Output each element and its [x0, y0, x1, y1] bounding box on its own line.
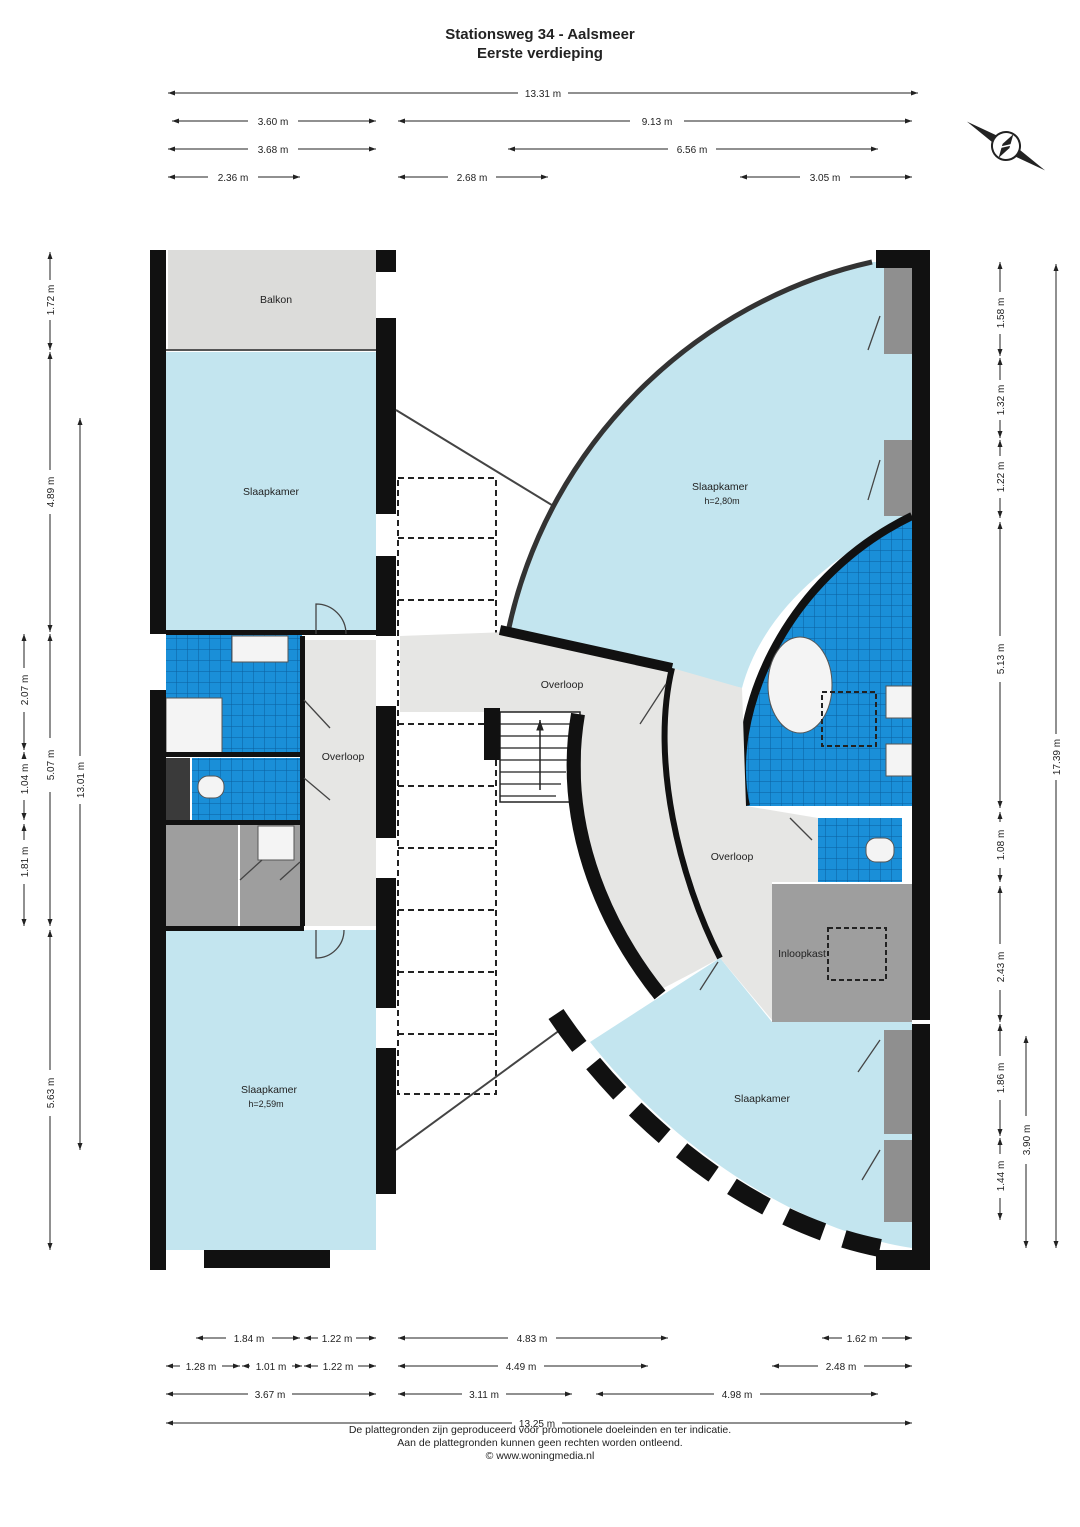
dim-right-7: 1.44 m	[996, 1161, 1007, 1192]
dim-top-4: 6.56 m	[677, 145, 708, 156]
washer-left	[257, 825, 295, 861]
slaapkamer-left-bottom-room	[166, 930, 376, 1250]
dim-bottom-6: 1.22 m	[323, 1362, 354, 1373]
dim-right-8: 3.90 m	[1022, 1125, 1033, 1156]
dim-right-1: 1.32 m	[996, 385, 1007, 416]
plan-title: Stationsweg 34 - Aalsmeer	[445, 26, 635, 43]
closet-right-3	[884, 1030, 912, 1134]
dim-right-9: 17.39 m	[1052, 739, 1063, 775]
overloop-wall-top	[498, 625, 674, 673]
dim-bottom-0: 1.84 m	[234, 1334, 265, 1345]
floor-subtitle: Eerste verdieping	[477, 45, 603, 62]
right-wall-bottom	[912, 1024, 930, 1270]
dim-bottom-9: 3.67 m	[255, 1390, 286, 1401]
dimension-lines	[21, 90, 1059, 1426]
void-diagonal-bottom	[395, 1029, 561, 1151]
footer-disclaimer-1: De plattegronden zijn geproduceerd voor …	[348, 1424, 732, 1436]
dim-right-6: 1.86 m	[996, 1063, 1007, 1094]
label-balkon: Balkon	[260, 294, 292, 306]
closet-right-1	[884, 268, 912, 354]
label-overloop-center: Overloop	[541, 679, 584, 691]
slaapkamer-right-bottom-room	[590, 958, 912, 1248]
dim-right-0: 1.58 m	[996, 298, 1007, 329]
dim-bottom-11: 4.98 m	[722, 1390, 753, 1401]
label-height-left-bottom: h=2,59m	[248, 1099, 283, 1109]
void-diagonal-top	[395, 409, 561, 511]
label-slaapkamer-right-bottom: Slaapkamer	[734, 1093, 791, 1105]
toilet-right	[865, 837, 895, 863]
slaapkamer-left-top-room	[166, 352, 376, 632]
dim-right-4: 1.08 m	[996, 830, 1007, 861]
dim-bottom-10: 3.11 m	[469, 1390, 499, 1401]
dim-left-1: 4.89 m	[46, 477, 57, 508]
dim-top-2: 9.13 m	[642, 117, 673, 128]
dim-bottom-4: 1.28 m	[186, 1362, 217, 1373]
overloop-center-hall	[400, 632, 818, 1020]
facade-curve-bottom	[548, 1009, 882, 1257]
dim-top-6: 2.68 m	[457, 173, 488, 184]
dim-top-3: 3.68 m	[258, 145, 289, 156]
right-wall-middle	[912, 520, 930, 1020]
stair-post	[484, 708, 500, 760]
dim-top-7: 3.05 m	[810, 173, 841, 184]
label-overloop-left: Overloop	[322, 751, 365, 763]
inloopkast-hatch	[827, 927, 887, 981]
dim-bottom-12: 13.25 m	[519, 1419, 555, 1430]
closet-right-4	[884, 1140, 912, 1222]
label-height-right-top: h=2,80m	[704, 496, 739, 506]
dim-bottom-7: 4.49 m	[506, 1362, 537, 1373]
dim-right-3: 5.13 m	[996, 644, 1007, 675]
right-wall-stub	[876, 250, 916, 268]
door-swings	[239, 315, 881, 1181]
right-wall-foot	[876, 1250, 930, 1270]
skylight-dashed-grid	[397, 477, 497, 1095]
dark-shaft-left	[166, 758, 190, 820]
curved-inner-wall	[566, 712, 666, 1000]
right-wall-top	[912, 250, 930, 522]
compass-icon	[966, 121, 1046, 171]
dim-left-2: 2.07 m	[20, 675, 31, 706]
footer-copyright: © www.woningmedia.nl	[485, 1450, 595, 1462]
dim-bottom-8: 2.48 m	[826, 1362, 857, 1373]
left-wing-walls	[150, 250, 396, 1270]
label-inloopkast: Inloopkast	[778, 948, 826, 960]
sink-right-2	[885, 743, 913, 777]
dimension-labels: 13.31 m 3.60 m 9.13 m 3.68 m 6.56 m 2.36…	[20, 89, 1063, 1430]
dim-top-5: 2.36 m	[218, 173, 249, 184]
dim-left-4: 1.81 m	[20, 847, 31, 878]
overloop-left-hall	[304, 640, 376, 926]
shower-left	[165, 697, 223, 755]
dim-top-0: 13.31 m	[525, 89, 561, 100]
dim-bottom-3: 1.62 m	[847, 1334, 878, 1345]
bathtub	[767, 636, 833, 734]
sink-left	[231, 635, 289, 663]
dim-left-7: 13.01 m	[76, 762, 87, 798]
sink-right-1	[885, 685, 913, 719]
dim-top-1: 3.60 m	[258, 117, 289, 128]
dim-left-6: 5.07 m	[46, 750, 57, 781]
footer-disclaimer-2: Aan de plattegronden kunnen geen rechten…	[397, 1437, 683, 1449]
dim-left-3: 1.04 m	[20, 764, 31, 795]
dim-right-5: 2.43 m	[996, 952, 1007, 983]
dim-bottom-2: 4.83 m	[517, 1334, 548, 1345]
slaapkamer-right-top-room	[508, 262, 912, 688]
curved-inner-wall-right	[661, 667, 723, 960]
toilet-left	[197, 775, 225, 799]
dim-left-0: 1.72 m	[46, 285, 57, 316]
dim-left-5: 5.63 m	[46, 1078, 57, 1109]
dim-bottom-5: 1.01 m	[256, 1362, 287, 1373]
dim-right-2: 1.22 m	[996, 462, 1007, 493]
label-overloop-right: Overloop	[711, 851, 754, 863]
label-slaapkamer-right-top: Slaapkamer	[692, 481, 749, 493]
shower-drain-square	[821, 691, 877, 747]
inloopkast-room	[772, 884, 912, 1022]
facade-curve-top	[505, 259, 873, 633]
closet-right-2	[884, 440, 912, 516]
label-slaapkamer-left-top: Slaapkamer	[243, 486, 300, 498]
closet-left-1	[166, 824, 238, 928]
label-slaapkamer-left-bottom: Slaapkamer	[241, 1084, 298, 1096]
dim-bottom-1: 1.22 m	[322, 1334, 353, 1345]
balkon-area	[168, 250, 376, 350]
